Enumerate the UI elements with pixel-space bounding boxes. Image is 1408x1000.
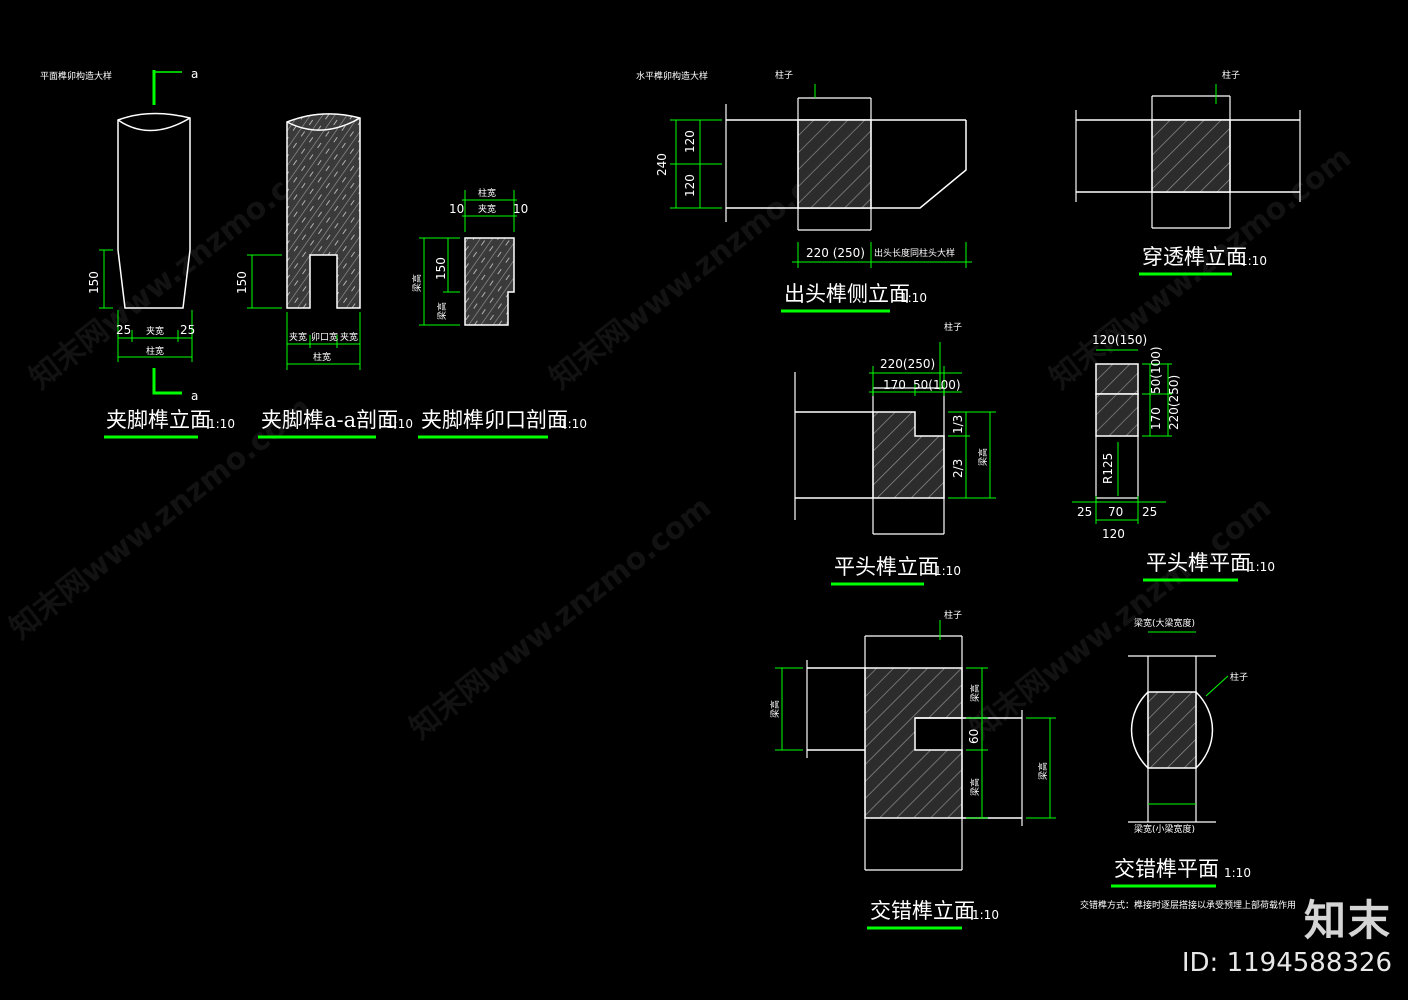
dim-R125: R125 <box>1101 453 1115 484</box>
dim-jiaokuan: 夹宽 <box>146 325 164 337</box>
panel-scale: 1:10 <box>386 417 413 431</box>
panel-note: 交错榫方式：榫接时逐层搭接以承受预埋上部荷载作用 <box>1080 899 1296 911</box>
dim-150: 150 <box>235 271 249 294</box>
label-zhuzi: 柱子 <box>775 69 793 81</box>
dim-170: 170 <box>1149 407 1163 430</box>
dim-150: 150 <box>87 271 101 294</box>
dim-120-150: 120(150) <box>1092 333 1147 347</box>
label-zhuzi: 柱子 <box>1230 671 1248 683</box>
section-mark: a <box>191 389 198 403</box>
panel-chutou-side: 水平榫卯构造大样 柱子 240 120 120 220 (250) 出头长度同柱… <box>636 69 972 313</box>
panel-pingtou-plan: 120(150) 50(100) 170 220(250) R125 25 70… <box>1072 333 1275 582</box>
panel-scale: 1:10 <box>208 417 235 431</box>
dim-220-250: 220(250) <box>1167 375 1181 430</box>
panel-title: 交错榫平面 <box>1114 857 1219 881</box>
dim-25-left: 25 <box>116 323 131 337</box>
dim-liang: 梁高 <box>411 274 423 292</box>
dim-10-left: 10 <box>449 202 464 216</box>
label-zhuzi: 柱子 <box>1222 69 1240 81</box>
dim-150: 150 <box>434 257 448 280</box>
dim-10-right: 10 <box>513 202 528 216</box>
panel-jiajiao-elevation: 平面榫卯构造大样 a 150 25 夹宽 25 柱宽 a 夹脚榫立面 1:10 <box>40 67 235 439</box>
panel-header: 平面榫卯构造大样 <box>40 70 112 82</box>
panel-title: 平头榫平面 <box>1146 551 1251 575</box>
dim-liang: 梁高 <box>1037 762 1049 780</box>
brand-block: 知末 ID: 1194588326 <box>1182 887 1392 978</box>
panel-jiajiao-mortise: 柱宽 夹宽 10 10 梁高 150 梁高 夹脚榫卯口剖面 1:10 <box>411 187 587 439</box>
panel-title: 出头榫侧立面 <box>784 282 910 306</box>
dim-1-3: 1/3 <box>951 415 965 434</box>
dim-220-250: 220 (250) <box>806 246 865 260</box>
watermark: 知末网www.znzmo.com <box>403 490 718 747</box>
dim-mao: 卯口宽 <box>311 331 338 343</box>
dim-zhukuan: 柱宽 <box>313 351 331 363</box>
dim-liang: 梁高 <box>977 448 989 466</box>
dim-70: 70 <box>1108 505 1123 519</box>
dim-120: 120 <box>683 130 697 153</box>
dim-50-100: 50(100) <box>1149 346 1163 394</box>
label-zhuzi: 柱子 <box>944 609 962 621</box>
panel-title: 夹脚榫立面 <box>106 408 211 432</box>
dim-liang: 梁高 <box>769 700 781 718</box>
panel-header: 水平榫卯构造大样 <box>636 70 708 82</box>
panel-title: 平头榫立面 <box>834 555 939 579</box>
dim-jiaokuan: 夹宽 <box>340 331 358 343</box>
panel-scale: 1:10 <box>900 291 927 305</box>
panel-pingtou-elevation: 柱子 220(250) 170 50(100) 1/3 2/3 梁高 平头榫立面… <box>794 321 996 586</box>
panel-scale: 1:10 <box>972 908 999 922</box>
panel-scale: 1:10 <box>560 417 587 431</box>
dim-zhukuan: 柱宽 <box>478 187 496 199</box>
dim-liang: 梁高 <box>969 684 981 702</box>
dim-50-100: 50(100) <box>913 378 961 392</box>
dim-jiaokuan: 夹宽 <box>478 203 496 215</box>
dim-60: 60 <box>967 729 981 744</box>
dim-liang: 梁高 <box>436 302 448 320</box>
dim-170: 170 <box>883 378 906 392</box>
panel-title: 夹脚榫a-a剖面 <box>261 408 398 432</box>
dim-beam-small: 梁宽(小梁宽度) <box>1134 823 1195 835</box>
panel-jiaocuo-plan: 梁宽(大梁宽度) 梁宽(小梁宽度) 柱子 交错榫平面 1:10 交错榫方式：榫接… <box>1080 617 1296 911</box>
panel-scale: 1:10 <box>1240 254 1267 268</box>
dim-220-250: 220(250) <box>880 357 935 371</box>
dim-120: 120 <box>683 174 697 197</box>
section-mark: a <box>191 67 198 81</box>
panel-jiaocuo-elevation: 柱子 梁高 梁高 60 梁高 梁高 交错榫立面 1:10 <box>769 609 1056 930</box>
label-zhuzi: 柱子 <box>944 321 962 333</box>
panel-title: 夹脚榫卯口剖面 <box>421 408 568 432</box>
dim-120: 120 <box>1102 527 1125 541</box>
dim-2-3: 2/3 <box>951 459 965 478</box>
brand-logo: 知末 <box>1303 896 1392 945</box>
dim-zhukuan: 柱宽 <box>146 345 164 357</box>
dim-25-right: 25 <box>180 323 195 337</box>
dim-25-right: 25 <box>1142 505 1157 519</box>
panel-scale: 1:10 <box>1248 560 1275 574</box>
dim-tenon-len: 出头长度同柱头大样 <box>874 247 955 259</box>
dim-liang: 梁高 <box>969 778 981 796</box>
panel-chuantou-elevation: 柱子 穿透榫立面 1:10 <box>1075 69 1301 276</box>
dim-240: 240 <box>655 153 669 176</box>
watermark-group: 知末网www.znzmo.com 知末网www.znzmo.com 知末网www… <box>3 140 1358 747</box>
dim-beam-big: 梁宽(大梁宽度) <box>1134 617 1195 629</box>
panel-jiajiao-section: 150 夹宽 卯口宽 夹宽 柱宽 夹脚榫a-a剖面 1:10 <box>235 113 413 439</box>
dim-25-left: 25 <box>1077 505 1092 519</box>
panel-scale: 1:10 <box>934 564 961 578</box>
panel-title: 穿透榫立面 <box>1142 245 1247 269</box>
panel-scale: 1:10 <box>1224 866 1251 880</box>
brand-id: ID: 1194588326 <box>1181 948 1392 978</box>
dim-jiaokuan: 夹宽 <box>289 331 307 343</box>
panel-title: 交错榫立面 <box>870 899 975 923</box>
